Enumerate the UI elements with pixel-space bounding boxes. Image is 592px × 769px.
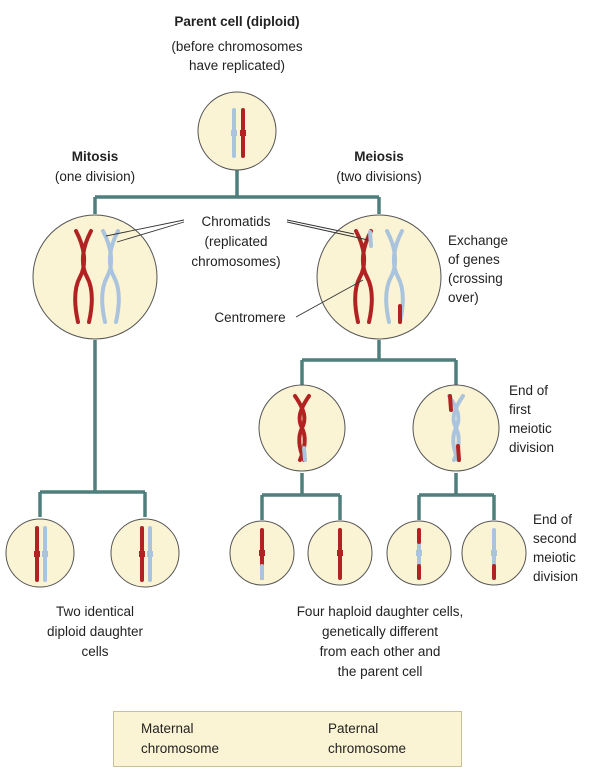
second-division-label-4: division bbox=[533, 569, 579, 584]
meiosis-result-2: genetically different bbox=[321, 624, 439, 639]
meiosis-daughter-cell-2 bbox=[307, 520, 373, 586]
mitosis-cell bbox=[32, 214, 158, 340]
chromatids-label-2: (replicated bbox=[204, 234, 268, 249]
meiosis-title: Meiosis bbox=[354, 149, 404, 164]
mitosis-result-3: cells bbox=[81, 644, 109, 659]
first-division-cell-right bbox=[412, 384, 500, 472]
first-division-cell-left bbox=[258, 384, 346, 472]
second-division-label-2: second bbox=[533, 531, 577, 546]
maternal-legend-label-2: chromosome bbox=[141, 741, 220, 756]
second-division-label-3: meiotic bbox=[533, 550, 576, 565]
exchange-label-2: of genes bbox=[448, 252, 500, 267]
first-division-label-1: End of bbox=[509, 383, 549, 398]
connector-lines bbox=[38, 170, 496, 520]
legend-box bbox=[113, 711, 462, 767]
exchange-label-1: Exchange bbox=[448, 233, 509, 248]
meiosis-result-4: the parent cell bbox=[337, 664, 423, 679]
parent-cell bbox=[197, 91, 277, 171]
meiosis-cell bbox=[316, 214, 442, 340]
paternal-legend-label-2: chromosome bbox=[328, 741, 407, 756]
mitosis-daughter-cell-2 bbox=[110, 518, 180, 588]
meiosis-daughter-cell-1 bbox=[229, 520, 295, 586]
chromatids-label-3: chromosomes) bbox=[191, 254, 281, 269]
paternal-legend-label-1: Paternal bbox=[328, 721, 379, 736]
maternal-legend-label-1: Maternal bbox=[141, 721, 194, 736]
chromatids-label-1: Chromatids bbox=[201, 214, 271, 229]
mitosis-subtitle: (one division) bbox=[54, 169, 136, 184]
mitosis-result-2: diploid daughter bbox=[46, 624, 144, 639]
parent-cell-subtitle-1: (before chromosomes bbox=[171, 39, 303, 54]
exchange-label-3: (crossing bbox=[448, 271, 503, 286]
mitosis-title: Mitosis bbox=[71, 149, 119, 164]
centromere-label: Centromere bbox=[214, 310, 286, 325]
meiosis-result-3: from each other and bbox=[319, 644, 441, 659]
meiosis-subtitle: (two divisions) bbox=[336, 169, 422, 184]
meiosis-daughter-cell-4 bbox=[461, 520, 527, 586]
exchange-label-4: over) bbox=[448, 290, 479, 305]
first-division-label-3: meiotic bbox=[509, 421, 552, 436]
first-division-label-4: division bbox=[509, 440, 555, 455]
meiosis-daughter-cell-3 bbox=[386, 520, 452, 586]
parent-cell-subtitle-2: have replicated) bbox=[188, 58, 286, 73]
mitosis-result-1: Two identical bbox=[55, 604, 135, 619]
meiosis-result-1: Four haploid daughter cells, bbox=[296, 604, 464, 619]
mitosis-daughter-cell-1 bbox=[5, 518, 75, 588]
second-division-label-1: End of bbox=[533, 512, 573, 527]
pointer-lines bbox=[105, 219, 369, 318]
parent-cell-title: Parent cell (diploid) bbox=[174, 14, 300, 29]
first-division-label-2: first bbox=[509, 402, 531, 417]
